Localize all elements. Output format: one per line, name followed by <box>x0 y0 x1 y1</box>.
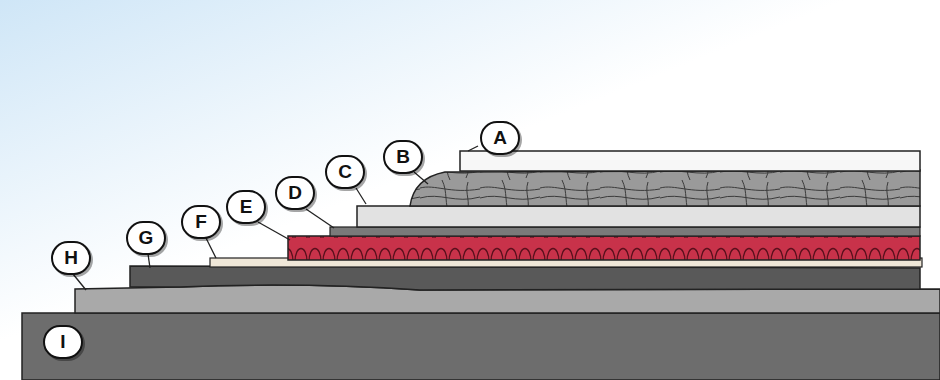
callout-letter: D <box>275 176 315 210</box>
callout-letter: G <box>126 221 166 255</box>
callout-letter: I <box>43 325 83 359</box>
callout-letter: A <box>480 121 520 155</box>
callout-letter: C <box>325 155 365 189</box>
callout-letter: H <box>51 241 91 275</box>
callout-letter: F <box>181 205 221 239</box>
callout-letter: B <box>383 140 423 174</box>
callout-letter: E <box>226 190 266 224</box>
